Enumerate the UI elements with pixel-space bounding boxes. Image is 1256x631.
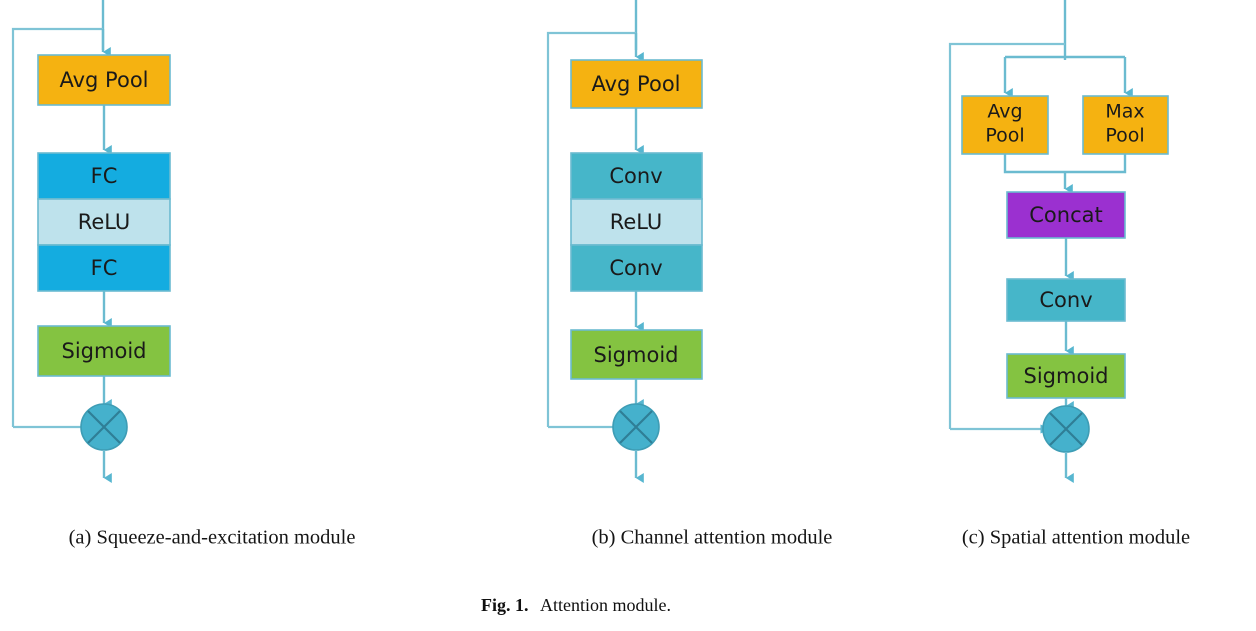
panel-c-spatial-attention: Avg Pool Max Pool Concat Conv Sigmoid xyxy=(948,0,1190,549)
panel-b-channel-attention: Avg Pool Conv ReLU Conv Sigmoid (b) Chan… xyxy=(546,0,833,549)
panel-c-concat-label: Concat xyxy=(1029,203,1102,227)
panel-c-concat-box[interactable] xyxy=(1006,191,1126,239)
panel-b-conv-1-box[interactable] xyxy=(570,152,703,200)
panel-b-skip-connection xyxy=(546,31,636,427)
panel-b-avg-pool-box[interactable] xyxy=(570,59,703,109)
figure-caption: Fig. 1. Attention module. xyxy=(481,595,671,615)
panel-b-conv-2-box[interactable] xyxy=(570,244,703,292)
panel-c-multiply-cross-icon xyxy=(1049,412,1083,446)
panel-c-merge-lines xyxy=(1003,154,1127,174)
panel-b-conv-1-label: Conv xyxy=(609,164,662,188)
figure-caption-text: Attention module. xyxy=(540,595,671,615)
panel-c-avg-pool-label-line1: Avg xyxy=(987,101,1022,123)
panel-b-sigmoid-label: Sigmoid xyxy=(594,343,679,367)
panel-a-fc-2-label: FC xyxy=(91,256,118,280)
panel-b-relu-box[interactable] xyxy=(570,198,703,246)
panel-a-fc-2-box[interactable] xyxy=(37,244,171,292)
panel-a-sigmoid-label: Sigmoid xyxy=(62,339,147,363)
panel-a-relu-label: ReLU xyxy=(78,210,131,234)
panel-a-skip-connection xyxy=(11,27,103,427)
panel-a-sigmoid-box[interactable] xyxy=(37,325,171,377)
panel-c-sigmoid-box[interactable] xyxy=(1006,353,1126,399)
panel-a-fc-1-label: FC xyxy=(91,164,118,188)
panel-a-squeeze-and-excitation: Avg Pool FC ReLU FC Sigmoid (a) Squeeze-… xyxy=(11,0,356,549)
panel-c-skip-connection xyxy=(948,42,1065,429)
panel-c-max-pool-label-line1: Max xyxy=(1105,101,1144,123)
panel-b-relu-label: ReLU xyxy=(610,210,663,234)
panel-c-conv-label: Conv xyxy=(1039,288,1092,312)
panel-c-conv-box[interactable] xyxy=(1006,278,1126,322)
panel-b-avg-pool-label: Avg Pool xyxy=(591,72,680,96)
panel-b-caption: (b) Channel attention module xyxy=(592,527,833,549)
panel-a-caption: (a) Squeeze-and-excitation module xyxy=(69,527,356,549)
panel-a-avg-pool-box[interactable] xyxy=(37,54,171,106)
panel-c-max-pool-box[interactable] xyxy=(1082,95,1169,155)
panel-a-avg-pool-label: Avg Pool xyxy=(59,68,148,92)
panel-c-sigmoid-label: Sigmoid xyxy=(1024,364,1109,388)
panel-c-avg-pool-label-line2: Pool xyxy=(985,125,1024,147)
panel-b-conv-2-label: Conv xyxy=(609,256,662,280)
panel-c-max-pool-label-line2: Pool xyxy=(1105,125,1144,147)
panel-a-relu-box[interactable] xyxy=(37,198,171,246)
panel-b-sigmoid-box[interactable] xyxy=(570,329,703,380)
panel-b-multiply-cross-icon xyxy=(619,410,653,444)
figure-caption-bold: Fig. 1. xyxy=(481,595,529,615)
panel-a-multiply-cross-icon xyxy=(87,410,121,444)
panel-c-avg-pool-box[interactable] xyxy=(961,95,1049,155)
panel-c-caption: (c) Spatial attention module xyxy=(962,527,1190,549)
